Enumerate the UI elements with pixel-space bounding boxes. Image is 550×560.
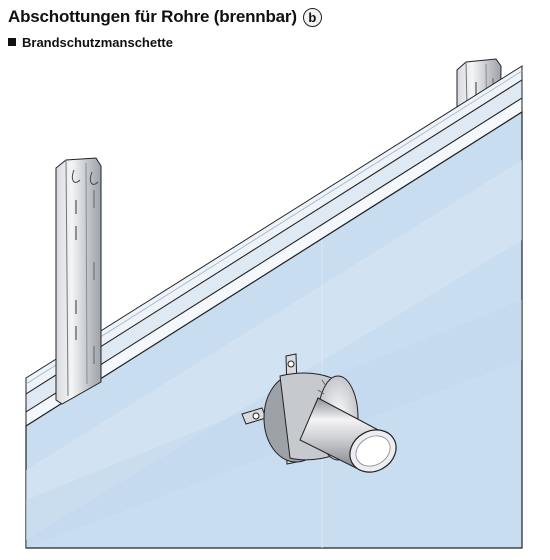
page-title: Abschottungen für Rohre (brennbar) <box>8 7 297 26</box>
square-bullet-icon <box>8 38 16 46</box>
page-subtitle: Brandschutzmanschette <box>22 34 173 50</box>
subtitle-row: Brandschutzmanschette <box>8 32 548 52</box>
metal-stud-front <box>55 157 102 405</box>
fire-collar <box>241 353 397 473</box>
board-top-edge <box>25 65 523 427</box>
header: Abschottungen für Rohre (brennbar) b Bra… <box>8 4 548 52</box>
title-row: Abschottungen für Rohre (brennbar) b <box>8 4 548 30</box>
variant-badge: b <box>302 7 322 27</box>
